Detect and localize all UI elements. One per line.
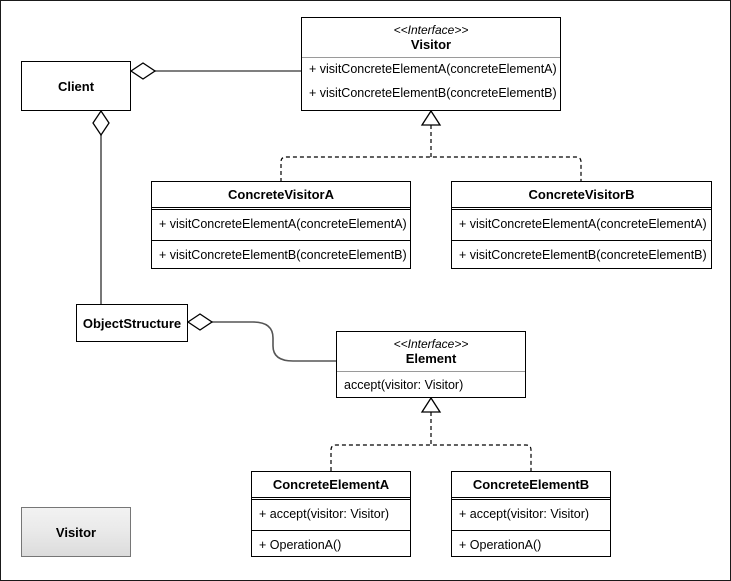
class-name-label: ConcreteVisitorB bbox=[528, 187, 635, 202]
class-box-visitor[interactable]: <<Interface>> Visitor + visitConcreteEle… bbox=[301, 17, 561, 111]
class-name-label: Client bbox=[57, 78, 95, 94]
class-header-concrete-visitor-b: ConcreteVisitorB bbox=[452, 182, 711, 207]
class-box-concrete-visitor-a[interactable]: ConcreteVisitorA + visitConcreteElementA… bbox=[151, 181, 411, 269]
class-name-label: Visitor bbox=[410, 37, 452, 53]
member-row: + visitConcreteElementB(concreteElementB… bbox=[452, 239, 711, 271]
member-row: + accept(visitor: Visitor) bbox=[259, 507, 390, 522]
relation-client-visitor bbox=[129, 62, 301, 80]
class-name-label: ConcreteVisitorA bbox=[228, 187, 334, 202]
header-separator bbox=[252, 497, 410, 501]
class-name-label: ConcreteElementA bbox=[272, 477, 390, 492]
legend-title-chip[interactable]: Visitor bbox=[21, 507, 131, 557]
header-separator bbox=[337, 371, 525, 373]
class-header-concrete-element-a: ConcreteElementA bbox=[252, 472, 410, 497]
class-box-concrete-element-a[interactable]: ConcreteElementA + accept(visitor: Visit… bbox=[251, 471, 411, 557]
member-row: + visitConcreteElementA(concreteElementA… bbox=[309, 62, 557, 77]
class-header-visitor: <<Interface>> Visitor bbox=[302, 18, 560, 57]
class-header-element: <<Interface>> Element bbox=[337, 332, 525, 371]
class-name-label: ObjectStructure bbox=[82, 315, 182, 331]
member-row: accept(visitor: Visitor) bbox=[344, 378, 464, 393]
class-box-concrete-element-b[interactable]: ConcreteElementB + accept(visitor: Visit… bbox=[451, 471, 611, 557]
member-row: + accept(visitor: Visitor) bbox=[459, 507, 590, 522]
header-separator bbox=[452, 207, 711, 211]
member-row: + visitConcreteElementB(concreteElementB… bbox=[152, 239, 410, 271]
member-row: + visitConcreteElementA(concreteElementA… bbox=[159, 217, 407, 232]
relation-concreteelements-element bbox=[330, 396, 532, 471]
member-row: + OperationA() bbox=[252, 529, 410, 561]
class-box-element[interactable]: <<Interface>> Element accept(visitor: Vi… bbox=[336, 331, 526, 398]
class-header-concrete-element-b: ConcreteElementB bbox=[452, 472, 610, 497]
class-box-client[interactable]: Client bbox=[21, 61, 131, 111]
relation-concretevisitors-visitor bbox=[280, 109, 582, 182]
stereotype-label: <<Interface>> bbox=[393, 23, 469, 37]
member-row: + visitConcreteElementA(concreteElementA… bbox=[459, 217, 707, 232]
class-box-object-structure[interactable]: ObjectStructure bbox=[76, 304, 188, 342]
class-box-concrete-visitor-b[interactable]: ConcreteVisitorB + visitConcreteElementA… bbox=[451, 181, 712, 269]
member-row: + visitConcreteElementB(concreteElementB… bbox=[309, 86, 557, 101]
relation-client-objectstructure bbox=[92, 109, 110, 304]
class-header-concrete-visitor-a: ConcreteVisitorA bbox=[152, 182, 410, 207]
class-name-label: ConcreteElementB bbox=[472, 477, 590, 492]
header-separator bbox=[152, 207, 410, 211]
header-separator bbox=[302, 57, 560, 59]
class-name-label: Element bbox=[405, 351, 457, 367]
header-separator bbox=[452, 497, 610, 501]
legend-label: Visitor bbox=[55, 524, 97, 540]
relation-objectstructure-element bbox=[186, 313, 336, 362]
member-row: + OperationA() bbox=[452, 529, 610, 561]
stereotype-label: <<Interface>> bbox=[393, 337, 469, 351]
